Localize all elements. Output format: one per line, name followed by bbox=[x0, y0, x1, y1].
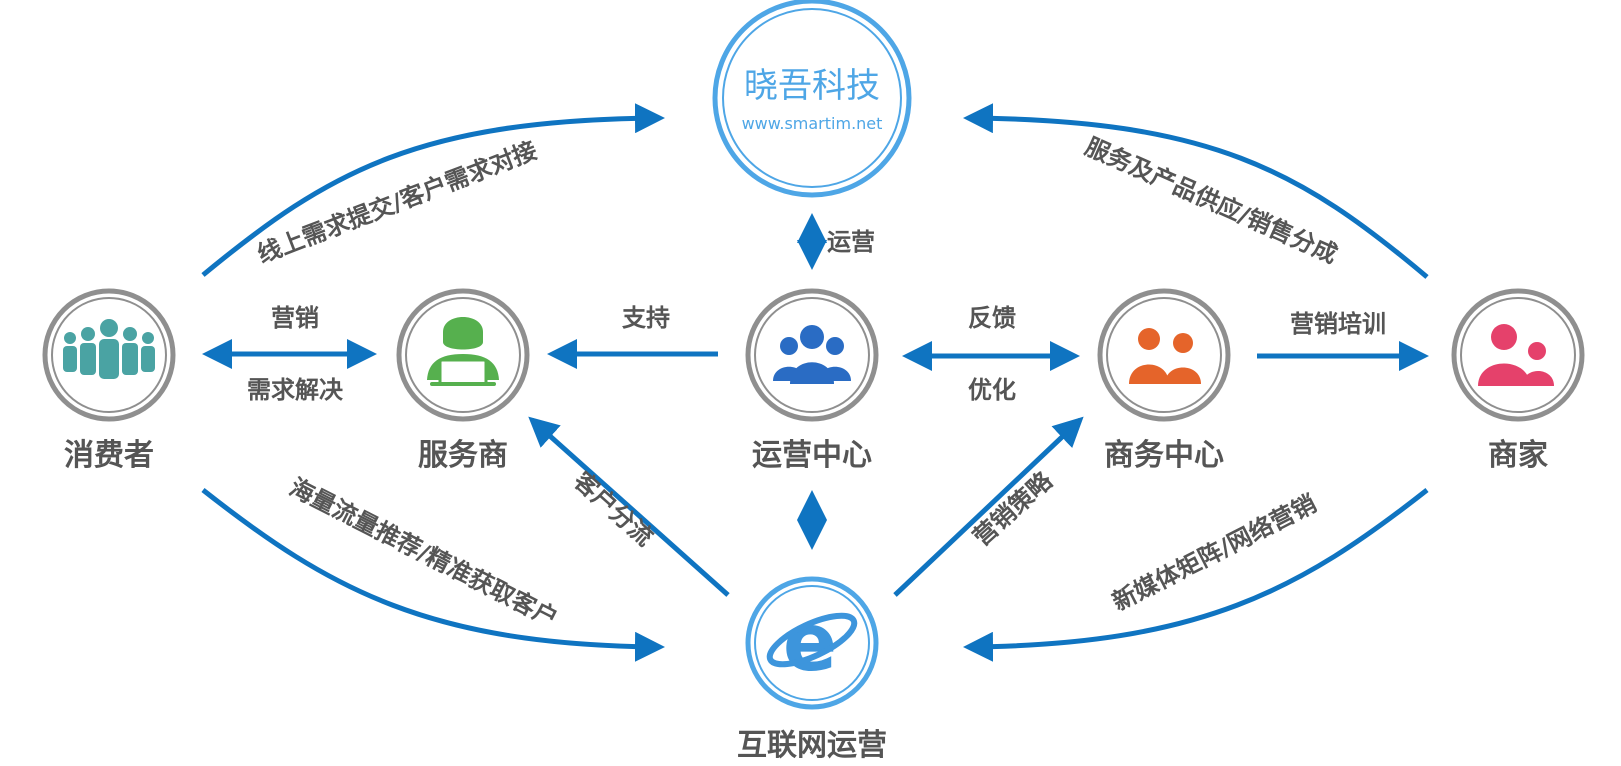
label-consumer-provider-bottom: 需求解决 bbox=[247, 376, 344, 404]
consumer-node: 消费者 bbox=[42, 288, 176, 473]
label-internet-to-provider: 客户分流 bbox=[568, 467, 658, 552]
couple-icon bbox=[1129, 328, 1201, 384]
logo-url: www.smartim.net bbox=[742, 114, 883, 133]
merchant-node: 商家 bbox=[1451, 288, 1585, 473]
logo-node: 晓吾科技 www.smartim.net bbox=[712, 0, 912, 198]
label-logo-ops: 运营 bbox=[827, 228, 875, 256]
label-consumer-provider-top: 营销 bbox=[271, 304, 319, 332]
arrow-internet-to-business bbox=[893, 416, 1084, 597]
business-center-label: 商务中心 bbox=[1104, 438, 1224, 473]
business-center-node: 商务中心 bbox=[1097, 288, 1231, 473]
provider-node: 服务商 bbox=[396, 288, 530, 473]
label-merchant-to-logo: 服务及产品供应/销售分成 bbox=[1081, 132, 1342, 269]
arrow-consumer-to-logo bbox=[201, 103, 665, 277]
arrow-internet-to-provider bbox=[528, 416, 730, 597]
logo-title: 晓吾科技 bbox=[744, 66, 880, 106]
internet-explorer-icon: e bbox=[766, 596, 858, 689]
operations-center-label: 运营中心 bbox=[752, 438, 872, 473]
svg-text:e: e bbox=[783, 596, 837, 689]
label-ops-business-top: 反馈 bbox=[968, 304, 1016, 332]
consumer-label: 消费者 bbox=[64, 438, 154, 473]
label-consumer-to-internet: 海量流量推荐/精准获取客户 bbox=[285, 473, 562, 633]
person-laptop-icon bbox=[427, 317, 499, 386]
internet-ops-node: e 互联网运营 bbox=[737, 576, 887, 763]
label-ops-business-bottom: 优化 bbox=[968, 376, 1016, 404]
merchant-label: 商家 bbox=[1488, 438, 1548, 473]
operations-center-node: 运营中心 bbox=[745, 288, 879, 473]
label-business-to-merchant: 营销培训 bbox=[1290, 310, 1386, 338]
arrow-merchant-to-logo bbox=[963, 103, 1429, 279]
users-icon bbox=[1478, 324, 1554, 386]
team-icon bbox=[773, 325, 851, 384]
arrows bbox=[201, 103, 1429, 662]
label-merchant-to-internet: 新媒体矩阵/网络营销 bbox=[1108, 489, 1321, 616]
label-ops-to-provider: 支持 bbox=[622, 304, 670, 332]
provider-label: 服务商 bbox=[418, 438, 508, 473]
crowd-icon bbox=[63, 319, 155, 379]
arrow-consumer-to-internet bbox=[201, 488, 665, 662]
arrow-merchant-to-internet bbox=[963, 488, 1429, 662]
label-internet-to-business: 营销策略 bbox=[968, 466, 1059, 552]
internet-ops-label: 互联网运营 bbox=[737, 728, 887, 763]
